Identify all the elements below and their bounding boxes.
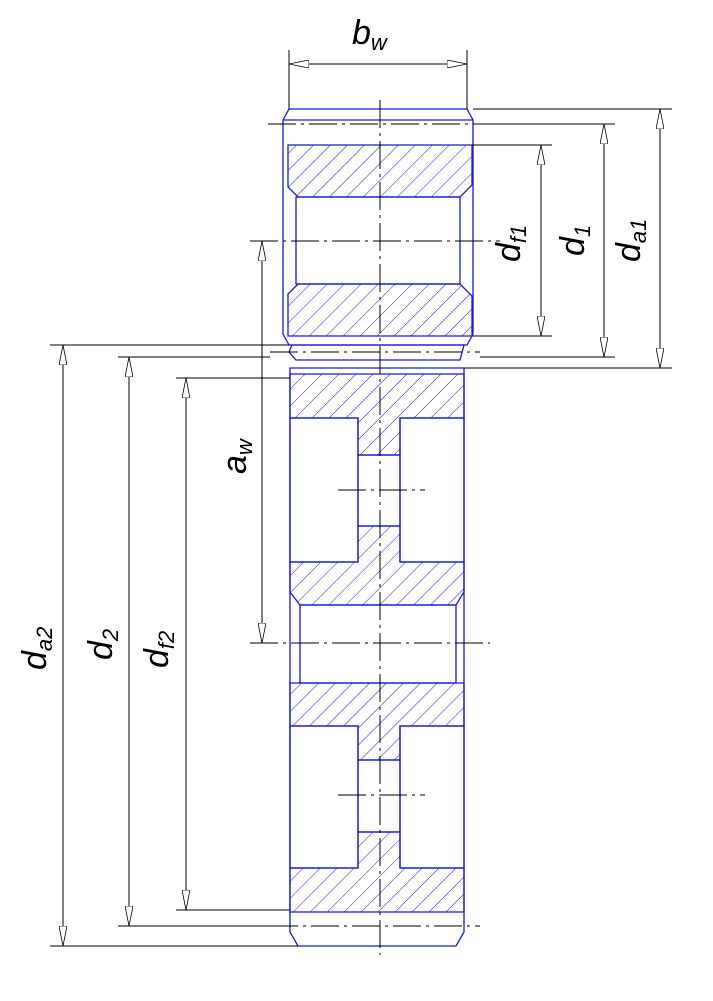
label-df1: df1: [490, 225, 531, 262]
wheel-hub-lower: [289, 682, 465, 761]
wheel-gear: [289, 367, 465, 947]
label-d1: d1: [554, 225, 595, 256]
label-bw: bw: [352, 14, 389, 55]
label-da1: da1: [610, 219, 651, 262]
center-lines: [250, 100, 500, 955]
wheel-hub-upper: [289, 525, 465, 606]
label-da2: da2: [16, 627, 57, 670]
dimension-labels: bw df1 d1 da1 aw da2 d2 df2: [16, 14, 651, 670]
pinion-gear: [282, 108, 474, 361]
label-d2: d2: [82, 629, 123, 660]
label-df2: df2: [138, 631, 179, 668]
label-aw: aw: [216, 437, 257, 474]
pinion-outline: [282, 108, 474, 346]
wheel-rim-top: [289, 373, 465, 456]
dimensions: [50, 50, 672, 947]
wheel-rim-bottom: [289, 831, 465, 913]
wheel-bore: [299, 604, 457, 684]
